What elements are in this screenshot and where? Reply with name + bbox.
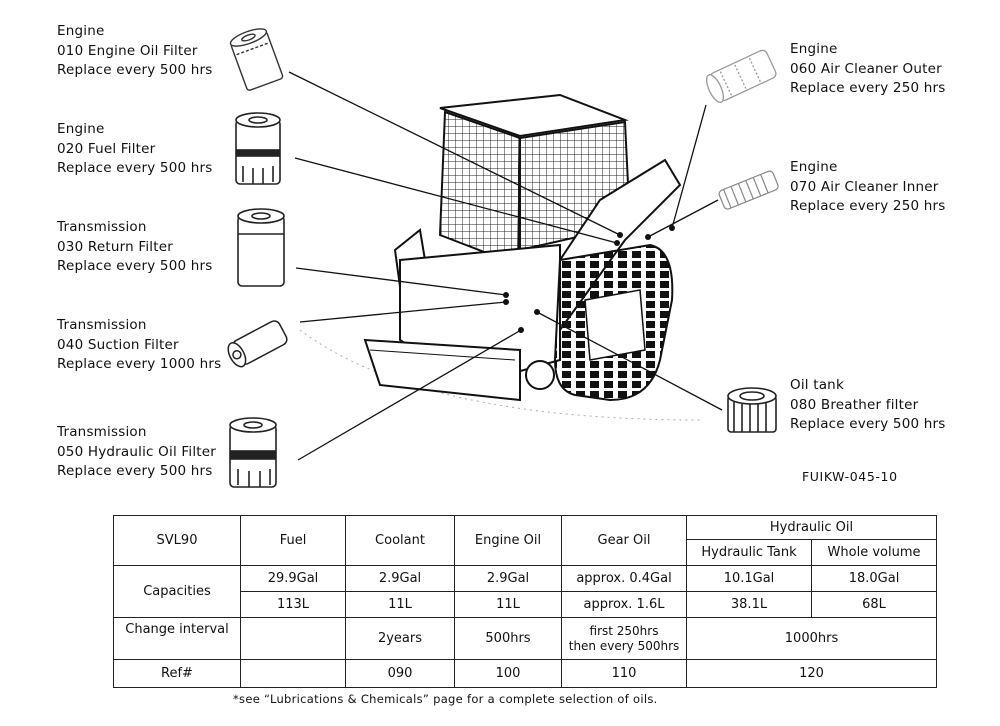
- leader-080: [536, 311, 723, 411]
- cell-coolant-liter: 11L: [345, 591, 455, 618]
- cell-fuel-ref: [240, 659, 346, 688]
- header-coolant: Coolant: [345, 515, 455, 566]
- callout-part: 050 Hydraulic Oil Filter: [57, 443, 217, 460]
- cell-gear-oil-change: first 250hrs then every 500hrs: [561, 617, 687, 660]
- hydraulic-oil-filter-icon: [229, 417, 277, 488]
- callout-part: 080 Breather filter: [790, 396, 919, 413]
- figure-code: FUIKW-045-10: [802, 469, 898, 484]
- cell-engine-oil-liter: 11L: [454, 591, 562, 618]
- leader-lines: [288, 71, 723, 461]
- return-filter-icon: [237, 208, 285, 287]
- capacities-table: SVL90 Fuel Coolant Engine Oil Gear Oil H…: [113, 515, 938, 688]
- air-cleaner-outer-icon: [705, 49, 777, 104]
- header-hydraulic-oil: Hydraulic Oil: [685, 515, 938, 540]
- change-interval-label: Change interval: [113, 617, 241, 660]
- callout-air-cleaner-outer: Engine 060 Air Cleaner Outer Replace eve…: [790, 40, 946, 99]
- callout-category: Oil tank: [790, 377, 844, 393]
- callout-category: Transmission: [57, 317, 147, 333]
- capacities-label: Capacities: [113, 565, 241, 618]
- callout-interval: Replace every 1000 hrs: [57, 356, 222, 372]
- callout-part: 040 Suction Filter: [57, 336, 179, 353]
- callout-interval: Replace every 500 hrs: [57, 463, 213, 479]
- model-cell: SVL90: [113, 515, 241, 566]
- callout-hydraulic-oil-filter: Transmission 050 Hydraulic Oil Filter Re…: [57, 423, 216, 482]
- leader-060: [671, 104, 707, 229]
- callout-fuel-filter: Engine 020 Fuel Filter Replace every 500…: [57, 120, 213, 179]
- cab-roof: [439, 93, 629, 138]
- callout-engine-oil-filter: Engine 010 Engine Oil Filter Replace eve…: [57, 22, 213, 81]
- leader-020: [294, 157, 618, 244]
- callout-part: 020 Fuel Filter: [57, 140, 156, 157]
- callout-interval: Replace every 250 hrs: [790, 198, 946, 214]
- callout-category: Engine: [57, 23, 105, 39]
- bucket: [363, 338, 521, 402]
- cell-gear-oil-gal: approx. 0.4Gal: [561, 565, 687, 592]
- cell-fuel-gal: 29.9Gal: [240, 565, 346, 592]
- gear-oil-change-first: first 250hrs: [589, 623, 659, 638]
- callout-interval: Replace every 500 hrs: [57, 258, 213, 274]
- callout-interval: Replace every 500 hrs: [790, 416, 946, 432]
- leader-050: [297, 329, 522, 461]
- cell-engine-oil-gal: 2.9Gal: [454, 565, 562, 592]
- engine-oil-filter-icon: [229, 28, 284, 91]
- callout-part: 060 Air Cleaner Outer: [790, 60, 942, 77]
- callout-breather-filter: Oil tank 080 Breather filter Replace eve…: [790, 376, 946, 435]
- cell-hydraulic-ref: 120: [685, 659, 938, 688]
- cell-engine-oil-ref: 100: [454, 659, 562, 688]
- header-whole-volume: Whole volume: [810, 539, 938, 566]
- cell-hydraulic-change: 1000hrs: [685, 617, 938, 660]
- callout-category: Engine: [790, 41, 838, 57]
- callout-interval: Replace every 500 hrs: [57, 160, 213, 176]
- skid-steer-loader-illustration: [299, 93, 701, 421]
- fuel-filter-icon: [235, 112, 281, 185]
- cell-coolant-ref: 090: [345, 659, 455, 688]
- cell-coolant-gal: 2.9Gal: [345, 565, 455, 592]
- callout-category: Transmission: [57, 424, 147, 440]
- leader-010: [288, 71, 621, 236]
- leader-070: [647, 199, 719, 238]
- callout-interval: Replace every 500 hrs: [57, 62, 213, 78]
- leader-040: [299, 301, 507, 323]
- cell-whole-volume-liter: 68L: [810, 591, 938, 618]
- ref-label: Ref#: [113, 659, 241, 688]
- suction-filter-icon: [227, 320, 288, 368]
- cell-hydraulic-tank-gal: 10.1Gal: [686, 565, 812, 592]
- callout-return-filter: Transmission 030 Return Filter Replace e…: [57, 218, 213, 277]
- header-engine-oil: Engine Oil: [454, 515, 562, 566]
- footnote: *see “Lubrications & Chemicals” page for…: [233, 692, 658, 706]
- cell-fuel-liter: 113L: [240, 591, 346, 618]
- header-gear-oil: Gear Oil: [561, 515, 687, 566]
- callout-part: 030 Return Filter: [57, 238, 173, 255]
- callout-part: 070 Air Cleaner Inner: [790, 178, 939, 195]
- cell-gear-oil-ref: 110: [561, 659, 687, 688]
- callout-interval: Replace every 250 hrs: [790, 80, 946, 96]
- cell-engine-oil-change: 500hrs: [454, 617, 562, 660]
- cell-coolant-change: 2years: [345, 617, 455, 660]
- header-hydraulic-tank: Hydraulic Tank: [686, 539, 812, 566]
- callout-category: Transmission: [57, 219, 147, 235]
- cell-fuel-change: [240, 617, 346, 660]
- callout-air-cleaner-inner: Engine 070 Air Cleaner Inner Replace eve…: [790, 158, 946, 217]
- callout-part: 010 Engine Oil Filter: [57, 42, 198, 59]
- gear-oil-change-then: then every 500hrs: [568, 638, 680, 653]
- air-cleaner-inner-icon: [718, 170, 779, 210]
- callout-suction-filter: Transmission 040 Suction Filter Replace …: [57, 316, 221, 375]
- leader-030: [295, 267, 507, 296]
- cell-gear-oil-liter: approx. 1.6L: [561, 591, 687, 618]
- header-fuel: Fuel: [240, 515, 346, 566]
- breather-filter-icon: [727, 387, 777, 433]
- callout-category: Engine: [790, 159, 838, 175]
- callout-category: Engine: [57, 121, 105, 137]
- cell-whole-volume-gal: 18.0Gal: [810, 565, 938, 592]
- cell-hydraulic-tank-liter: 38.1L: [686, 591, 812, 618]
